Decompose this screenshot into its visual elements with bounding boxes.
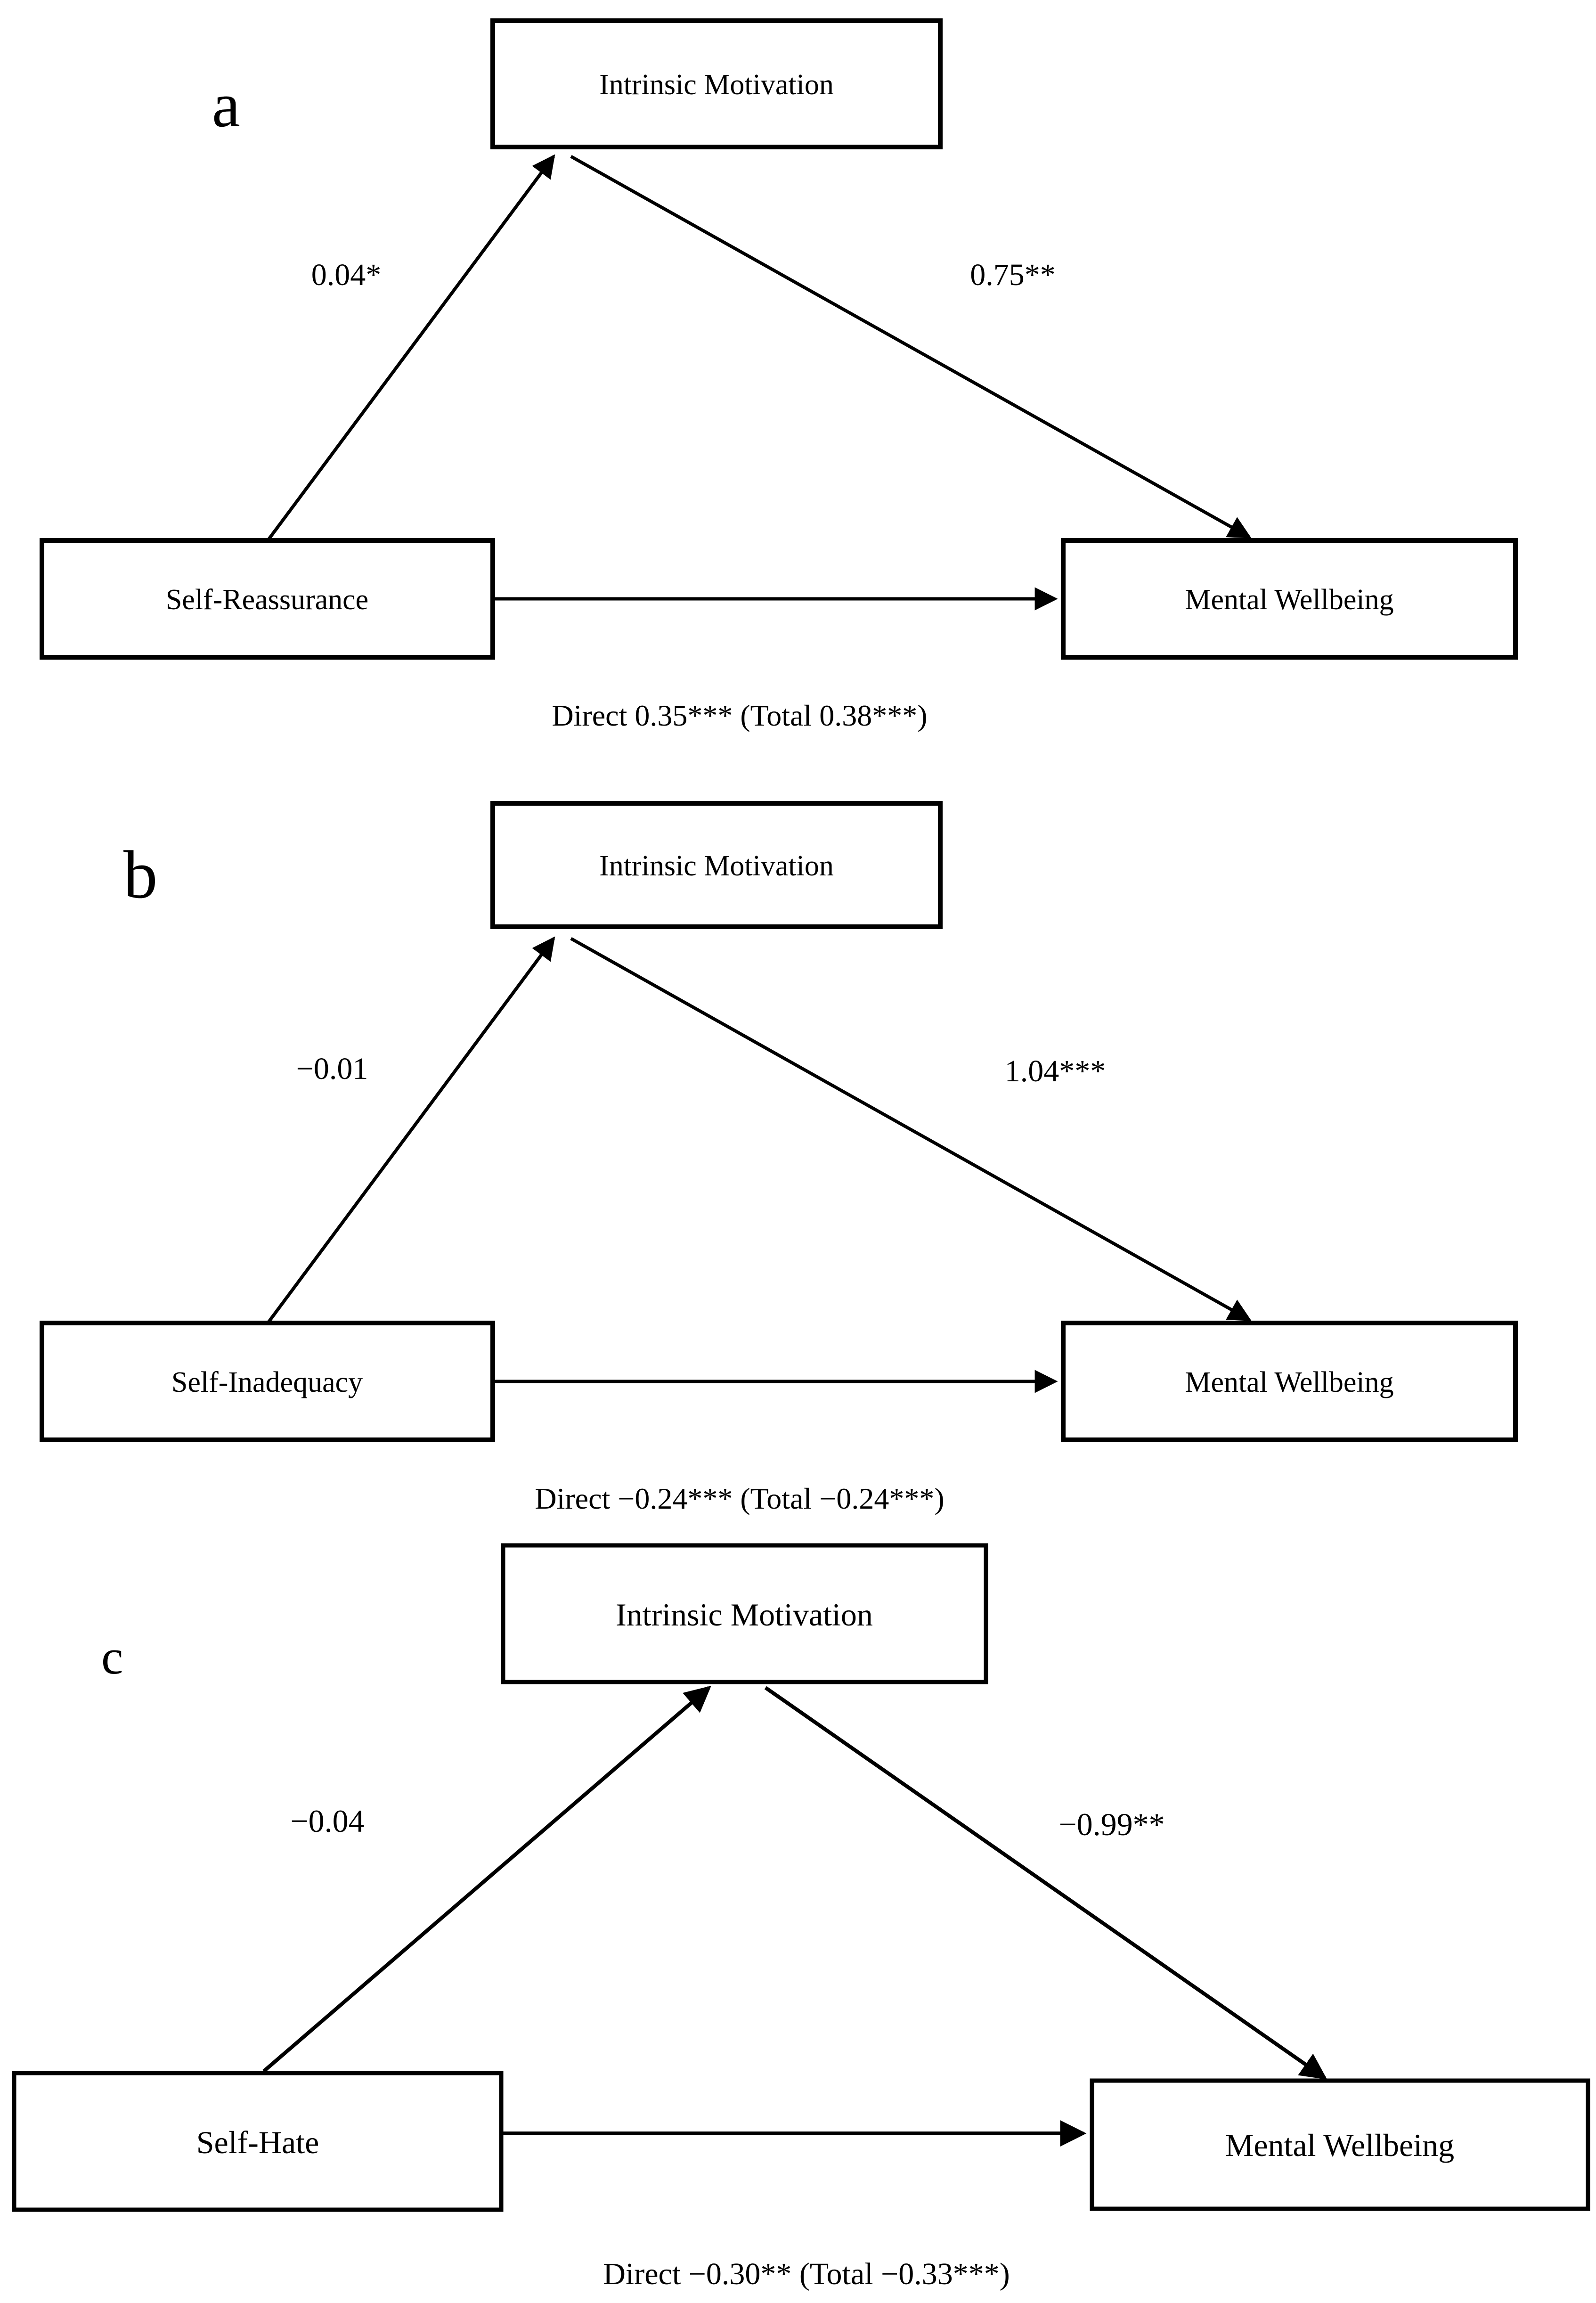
panel-a-predictor-label: Self-Reassurance [166,584,368,616]
panel-a-path-a-arrow [267,154,555,541]
panel-c-direct-coefficient: Direct −0.30** (Total −0.33***) [603,2257,1010,2291]
panel-b-direct-coefficient: Direct −0.24*** (Total −0.24***) [535,1482,944,1515]
panel-a: a Intrinsic Motivation Self-Reassurance … [40,18,1518,732]
panel-b-path-a-coefficient: −0.01 [296,1052,368,1086]
panel-b-mediator-label: Intrinsic Motivation [599,850,834,882]
panel-c-outcome-label: Mental Wellbeing [1225,2127,1454,2163]
panel-b-mediator-box [490,801,943,929]
panel-b-outcome-label: Mental Wellbeing [1185,1366,1393,1398]
panel-a-mediator-box [490,18,943,149]
panel-a-outcome-box [1061,538,1518,660]
panel-a-direct-coefficient: Direct 0.35*** (Total 0.38***) [552,699,927,732]
panel-a-path-b-arrow [570,155,1252,539]
panel-c-outcome-box [1090,2078,1590,2211]
panel-b-letter: b [123,837,158,913]
panel-b-predictor-box [40,1321,495,1442]
panel-c-predictor-label: Self-Hate [196,2124,319,2160]
panel-c-letter: c [101,1629,123,1684]
panel-b-predictor-label: Self-Inadequacy [171,1366,363,1398]
panel-a-path-b-coefficient: 0.75** [970,258,1056,292]
panel-b-outcome-box [1061,1321,1518,1442]
panel-a-predictor-box [40,538,495,660]
panel-c-predictor-box [12,2071,504,2212]
panel-b: b Intrinsic Motivation Self-Inadequacy M… [40,801,1518,1515]
panel-a-letter: a [212,70,240,140]
panel-a-outcome-label: Mental Wellbeing [1185,584,1393,616]
panel-a-path-a-coefficient: 0.04* [311,258,382,292]
panel-c-mediator-label: Intrinsic Motivation [616,1597,873,1633]
panel-c-path-a-arrow [262,1685,711,2073]
panel-b-path-b-coefficient: 1.04*** [1005,1054,1106,1088]
panel-b-path-a-arrow [267,936,555,1323]
panel-c-path-b-arrow [764,1686,1327,2080]
panel-c-path-b-coefficient: −0.99** [1059,1806,1164,1842]
panel-c: c Intrinsic Motivation Self-Hate Mental … [12,1543,1590,2291]
panel-b-path-b-arrow [570,937,1252,1322]
panel-c-mediator-box [501,1543,988,1684]
panel-a-mediator-label: Intrinsic Motivation [599,69,834,101]
panel-c-path-a-coefficient: −0.04 [290,1803,364,1839]
